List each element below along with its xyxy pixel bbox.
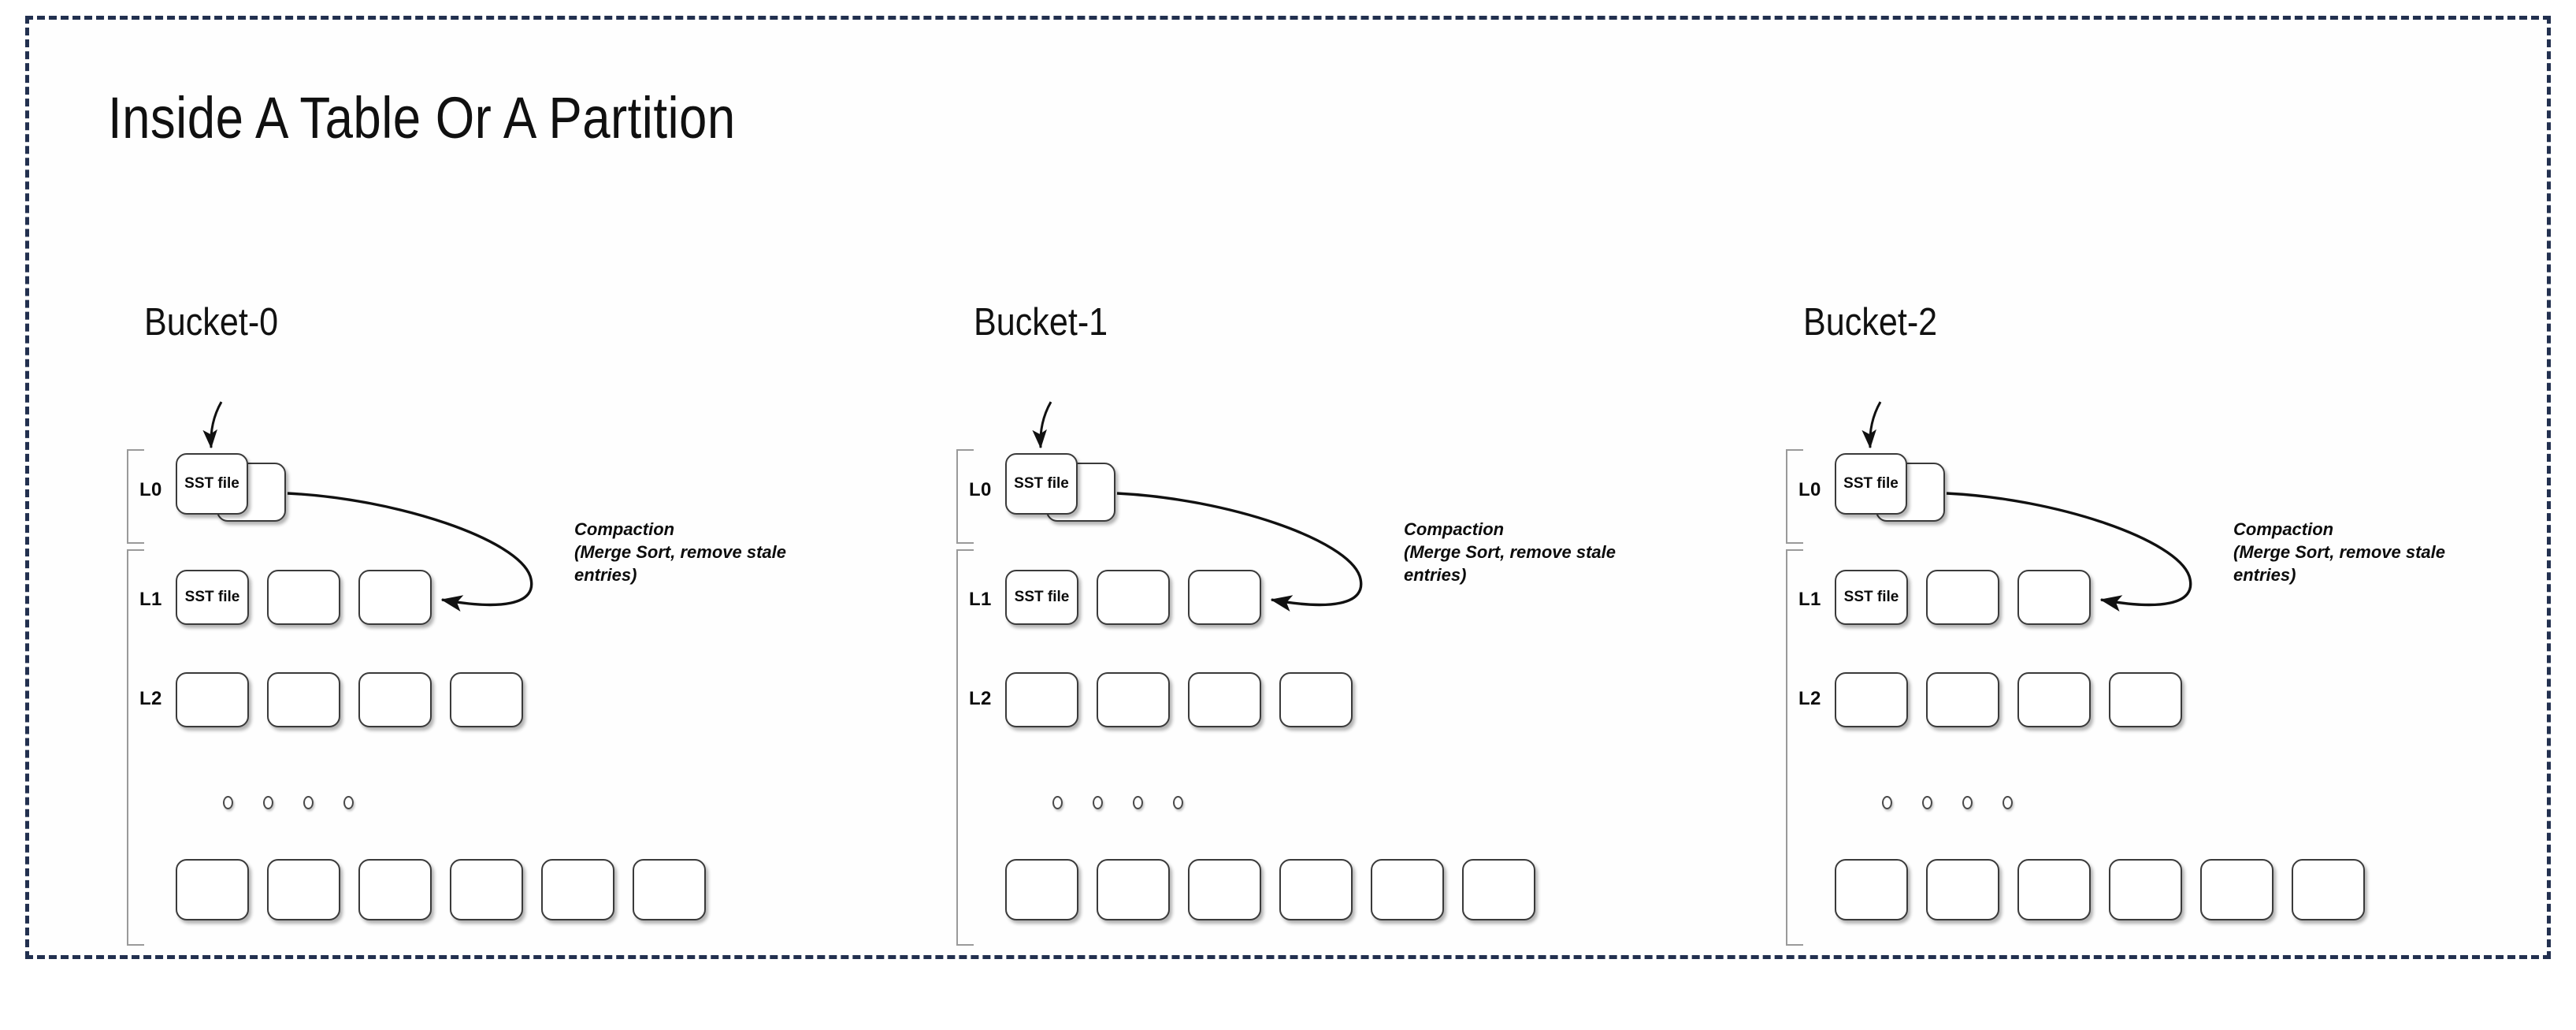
ellipsis-dot-icon	[263, 796, 273, 809]
sst-box[interactable]	[2200, 859, 2273, 920]
sst-box[interactable]	[1835, 859, 1908, 920]
sst-box[interactable]	[1835, 672, 1908, 727]
compaction-line-3: entries)	[2233, 565, 2296, 586]
compaction-line-1: Compaction	[2233, 519, 2334, 539]
bucket-column-0: Bucket-0 L0 L1 L2 SST file SST file	[29, 20, 856, 1030]
sst-box[interactable]	[1097, 859, 1170, 920]
level-label-l1: L1	[1798, 589, 1821, 610]
level-label-l1: L1	[139, 589, 162, 610]
compaction-line-1: Compaction	[1404, 519, 1505, 539]
sst-box[interactable]	[176, 859, 249, 920]
ellipsis-dot-icon	[303, 796, 314, 809]
sst-box[interactable]	[358, 570, 432, 625]
compaction-line-2: (Merge Sort, remove stale	[2233, 542, 2445, 563]
ellipsis-dot-icon	[1133, 796, 1143, 809]
level-bracket-lower	[1786, 549, 1803, 946]
compaction-line-3: entries)	[574, 565, 637, 586]
sst-box[interactable]	[2109, 672, 2182, 727]
compaction-line-3: entries)	[1404, 565, 1467, 586]
sst-box[interactable]	[1097, 672, 1170, 727]
level-bracket-l0	[956, 449, 974, 544]
sst-box[interactable]	[2292, 859, 2365, 920]
sst-box[interactable]	[1005, 859, 1078, 920]
sst-box[interactable]	[1371, 859, 1444, 920]
sst-box[interactable]	[1926, 859, 1999, 920]
sst-box[interactable]	[450, 859, 523, 920]
ellipsis-dot-icon	[1173, 796, 1183, 809]
sst-box[interactable]: SST file	[1835, 453, 1907, 515]
level-label-l0: L0	[139, 479, 162, 500]
sst-box[interactable]: SST file	[176, 570, 249, 625]
ellipsis-dot-icon	[1093, 796, 1103, 809]
slide-frame: Inside A Table Or A Partition Bucket-0 L…	[25, 16, 2551, 959]
compaction-annotation: Compaction (Merge Sort, remove stale ent…	[574, 518, 834, 586]
sst-box[interactable]	[267, 570, 340, 625]
sst-box[interactable]	[1279, 672, 1353, 727]
bucket-title: Bucket-0	[144, 301, 279, 344]
bucket-title: Bucket-1	[974, 301, 1108, 344]
level-bracket-lower	[956, 549, 974, 946]
bucket-title: Bucket-2	[1803, 301, 1938, 344]
sst-box[interactable]	[176, 672, 249, 727]
sst-box[interactable]	[1926, 570, 1999, 625]
ellipsis-dot-icon	[1962, 796, 1973, 809]
compaction-line-2: (Merge Sort, remove stale	[574, 542, 786, 563]
level-label-l2: L2	[1798, 688, 1821, 709]
sst-box[interactable]	[1188, 859, 1261, 920]
write-arrow	[1861, 401, 1882, 449]
sst-box[interactable]	[1462, 859, 1535, 920]
compaction-annotation: Compaction (Merge Sort, remove stale ent…	[1404, 518, 1664, 586]
level-label-l1: L1	[969, 589, 992, 610]
sst-box[interactable]	[2017, 672, 2091, 727]
sst-box[interactable]	[1188, 672, 1261, 727]
level-bracket-lower	[127, 549, 144, 946]
sst-box[interactable]	[1926, 672, 1999, 727]
sst-box[interactable]: SST file	[1005, 570, 1078, 625]
sst-box[interactable]: SST file	[176, 453, 248, 515]
level-bracket-l0	[127, 449, 144, 544]
sst-box[interactable]	[267, 859, 340, 920]
ellipsis-dot-icon	[223, 796, 233, 809]
ellipsis-dot-icon	[1052, 796, 1063, 809]
sst-box[interactable]	[1188, 570, 1261, 625]
sst-box[interactable]: SST file	[1005, 453, 1078, 515]
sst-box[interactable]	[541, 859, 614, 920]
level-label-l0: L0	[1798, 479, 1821, 500]
write-arrow	[1032, 401, 1052, 449]
sst-box[interactable]	[1097, 570, 1170, 625]
level-label-l2: L2	[969, 688, 992, 709]
level-label-l0: L0	[969, 479, 992, 500]
sst-box[interactable]	[2017, 859, 2091, 920]
sst-box[interactable]	[1005, 672, 1078, 727]
bucket-column-1: Bucket-1 L0 L1 L2 SST file SST file	[859, 20, 1686, 1030]
write-arrow	[202, 401, 223, 449]
ellipsis-dot-icon	[1922, 796, 1932, 809]
sst-box[interactable]	[1279, 859, 1353, 920]
sst-box[interactable]: SST file	[1835, 570, 1908, 625]
compaction-line-1: Compaction	[574, 519, 675, 539]
sst-box[interactable]	[450, 672, 523, 727]
sst-box[interactable]	[2017, 570, 2091, 625]
sst-box[interactable]	[2109, 859, 2182, 920]
level-label-l2: L2	[139, 688, 162, 709]
ellipsis-dot-icon	[1882, 796, 1892, 809]
ellipsis-dot-icon	[2003, 796, 2013, 809]
compaction-line-2: (Merge Sort, remove stale	[1404, 542, 1616, 563]
sst-box[interactable]	[267, 672, 340, 727]
ellipsis-dot-icon	[343, 796, 354, 809]
compaction-annotation: Compaction (Merge Sort, remove stale ent…	[2233, 518, 2493, 586]
level-bracket-l0	[1786, 449, 1803, 544]
page-title: Inside A Table Or A Partition	[108, 85, 736, 151]
sst-box[interactable]	[633, 859, 706, 920]
bucket-column-2: Bucket-2 L0 L1 L2 SST file SST file	[1688, 20, 2515, 1030]
sst-box[interactable]	[358, 859, 432, 920]
sst-box[interactable]	[358, 672, 432, 727]
